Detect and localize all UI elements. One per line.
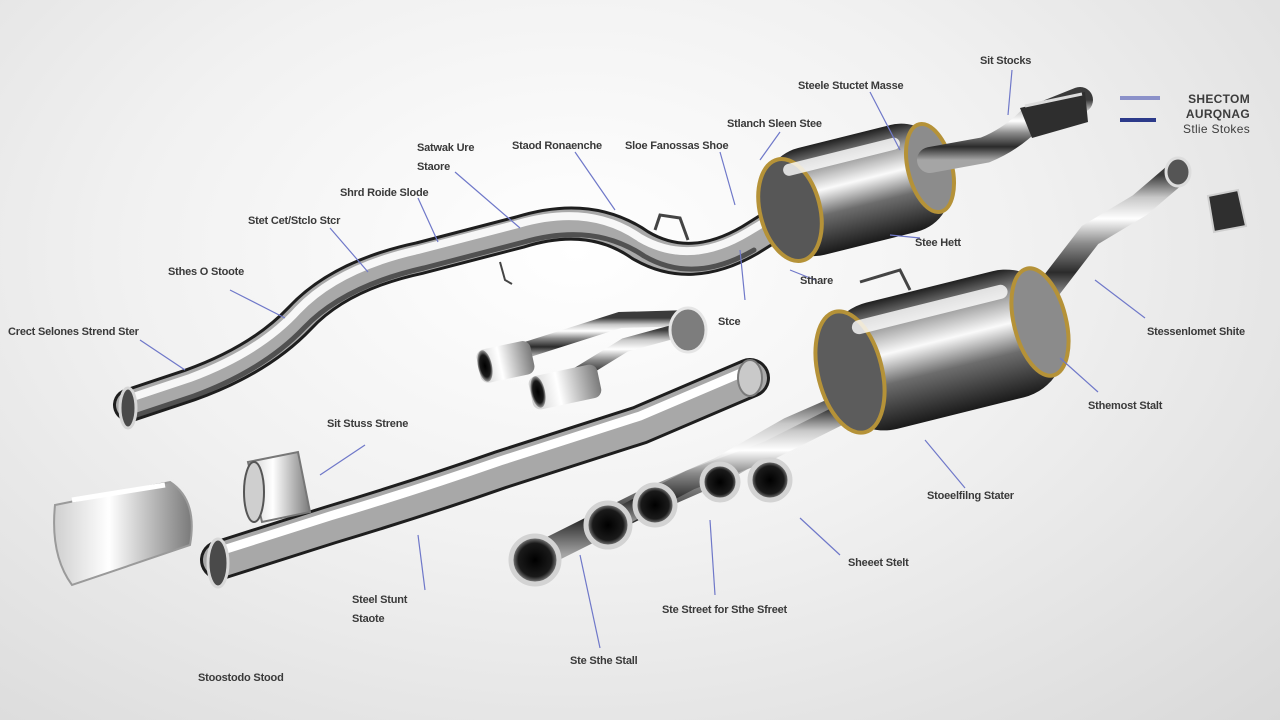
label-steel-section-line2: Staote: [352, 613, 385, 625]
lower-muffler: [813, 156, 1192, 435]
label-pipe-hanger-line2: Staore: [417, 161, 451, 173]
brand-stripe-bottom: [1120, 118, 1156, 122]
small-bracket: [1206, 188, 1248, 234]
label-tip-sleeve: Sit Stuss Strene: [327, 418, 409, 430]
label-rear-pipe: Stessenlomet Shite: [1147, 326, 1245, 338]
label-inlet-flange: Crect Selones Strend Ster: [8, 326, 139, 338]
upper-mid-pipe: [113, 198, 807, 430]
label-hanger-rod: Sthare: [800, 275, 834, 287]
label-upper-muffler-inlet: Steele Stuctet Masse: [798, 80, 904, 92]
header-manifold: [508, 382, 883, 587]
label-tailpipe-tip: Sit Stocks: [980, 55, 1032, 67]
brand-block: SHECTOM AURQNAG Stlie Stokes: [1120, 92, 1250, 137]
label-mid-pipe-bend: Staod Ronaenche: [512, 140, 602, 152]
label-lower-muffler: Sthemost Stalt: [1088, 400, 1163, 412]
label-pipe-bend: Sthes O Stoote: [168, 266, 245, 278]
label-muffler-clamp: Sloe Fanossas Shoe: [625, 140, 729, 152]
label-exhaust-tip: Stoostodo Stood: [198, 672, 284, 684]
label-connector: Stce: [718, 316, 741, 328]
brand-stripe-top: [1120, 96, 1160, 100]
label-oxygen-sensor: Stet Cet/Stclo Stcr: [248, 215, 341, 227]
label-steel-section-line1: Steel Stunt: [352, 594, 408, 606]
label-pipe-section: Shrd Roide Slode: [340, 187, 429, 199]
leader-lines: [139, 69, 1146, 649]
label-pipe-hanger: Satwak Ure Staore: [417, 142, 497, 174]
lower-long-pipe: [200, 358, 770, 589]
dual-tip-piece: [476, 306, 708, 410]
label-muffler-body: Stlanch Sleen Stee: [727, 118, 822, 130]
brand-line-2: AURQNAG: [1185, 107, 1250, 121]
large-exhaust-tip: [53, 450, 312, 587]
brand-line-1: SHECTOM: [1188, 92, 1250, 106]
label-pipe-hanger-line1: Satwak Ure: [417, 142, 475, 154]
label-muffler-seam: Stoeelfilng Stater: [927, 490, 1014, 502]
label-header-flange: Ste Sthe Stall: [570, 655, 638, 667]
label-muffler-outlet: Stee Hett: [915, 237, 961, 249]
label-header-runners: Ste Street for Sthe Sfreet: [662, 604, 788, 616]
brand-line-3: Stlie Stokes: [1183, 122, 1250, 136]
label-steel-section: Steel Stunt Staote: [352, 594, 442, 626]
label-header-collector: Sheeet Stelt: [848, 557, 909, 569]
upper-tailpipe: [917, 87, 1093, 173]
